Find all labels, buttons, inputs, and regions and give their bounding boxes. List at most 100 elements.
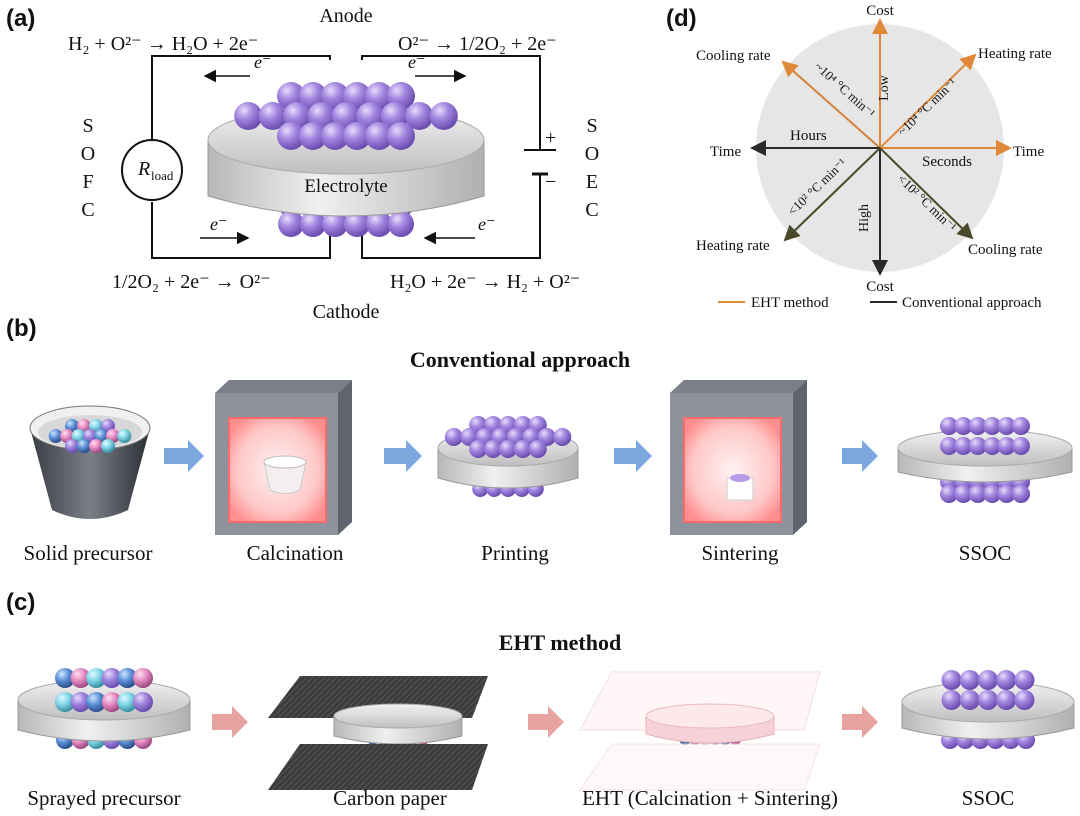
particle-sphere: [528, 440, 547, 458]
particle-sphere: [65, 439, 79, 453]
panel-b-title: Conventional approach: [410, 347, 630, 372]
particle-sphere: [405, 102, 434, 130]
hours-label: Hours: [790, 128, 827, 144]
particle-sphere: [101, 692, 122, 712]
particle-sphere: [277, 122, 305, 150]
sofc-letters: S O F C: [81, 115, 95, 221]
battery-plus: +: [545, 127, 556, 149]
step-c-sprayed-precursor: Sprayed precursor: [27, 786, 180, 810]
particle-sphere: [1014, 690, 1035, 710]
time-right-label: Time: [1013, 144, 1044, 160]
load-resistor: [121, 139, 183, 201]
electrolyte-label: Electrolyte: [304, 176, 387, 197]
particle-sphere: [1014, 670, 1035, 690]
panel-a: (a) Anode Cathode H₂ + O²⁻ → H₂O + 2e⁻ O…: [6, 5, 599, 323]
particle-sphere: [101, 668, 122, 688]
sprayed-precursor-cell: [17, 668, 191, 749]
svg-text:O: O: [585, 143, 599, 165]
cathode-label: Cathode: [313, 301, 380, 323]
printing-cell: [437, 416, 579, 497]
panel-c-tag: (c): [6, 589, 35, 616]
low-label: Low: [877, 74, 892, 101]
particle-sphere: [997, 485, 1016, 503]
electron-label-2: e⁻: [408, 52, 426, 72]
particle-sphere: [1012, 485, 1030, 503]
solid-precursor-crucible: [29, 405, 151, 519]
particle-sphere: [983, 417, 1002, 435]
particle-sphere: [959, 670, 980, 690]
equation-bottom-right: H₂O + 2e⁻ → H₂ + O²⁻: [390, 271, 580, 293]
particle-sphere: [954, 417, 973, 435]
particle-sphere: [997, 437, 1016, 455]
panel-b-arrows: [164, 440, 878, 472]
particle-sphere: [86, 692, 107, 712]
particle-sphere: [365, 122, 393, 150]
svg-text:C: C: [81, 199, 94, 221]
ssoc-cell-c: [901, 670, 1075, 749]
axis-heating-conv: [783, 147, 881, 242]
panel-d-legend: EHT method Conventional approach: [718, 295, 1042, 311]
circuit-wires: [151, 55, 556, 259]
particle-sphere: [968, 485, 987, 503]
step-b-printing: Printing: [481, 541, 549, 565]
panel-b-tag: (b): [6, 315, 37, 342]
cell-stack: Electrolyte: [207, 82, 485, 237]
particle-sphere: [940, 485, 958, 503]
particle-sphere: [469, 440, 488, 458]
cooling-rate-conv-label: Cooling rate: [968, 242, 1043, 258]
anode-label: Anode: [319, 5, 372, 27]
particle-sphere: [70, 668, 91, 688]
calcination-furnace: [215, 380, 352, 535]
legend-eht-label: EHT method: [751, 295, 829, 311]
anode-spheres: [234, 82, 458, 150]
step-b-calcination: Calcination: [247, 541, 344, 565]
particle-sphere: [997, 417, 1016, 435]
battery-minus: −: [545, 171, 556, 193]
step-c-carbon-paper: Carbon paper: [333, 786, 447, 810]
particle-sphere: [954, 485, 973, 503]
particle-sphere: [387, 122, 415, 150]
step-c-eht: EHT (Calcination + Sintering): [582, 786, 838, 810]
svg-text:C: C: [585, 199, 598, 221]
soec-letters: S O E C: [585, 115, 599, 221]
particle-sphere: [553, 428, 572, 446]
svg-text:E: E: [586, 171, 598, 193]
rload-subscript: load: [151, 168, 174, 183]
panel-c-arrows: [212, 706, 878, 738]
electron-label-4: e⁻: [478, 214, 496, 234]
particle-sphere: [299, 122, 327, 150]
particle-sphere: [77, 439, 91, 453]
equation-bottom-left: 1/2O₂ + 2e⁻ → O²⁻: [112, 271, 271, 293]
particle-sphere: [321, 122, 349, 150]
particle-sphere: [978, 690, 998, 710]
particle-sphere: [484, 440, 503, 458]
particle-sphere: [86, 668, 107, 688]
particle-sphere: [133, 692, 153, 712]
particle-sphere: [117, 429, 132, 443]
particle-sphere: [968, 417, 987, 435]
particle-sphere: [941, 690, 962, 710]
particle-sphere: [996, 690, 1017, 710]
particle-sphere: [117, 692, 138, 712]
particle-sphere: [234, 102, 263, 130]
equation-top-left: H₂ + O²⁻ → H₂O + 2e⁻: [68, 33, 258, 55]
axis-cooling-conv: [879, 147, 974, 240]
particle-sphere: [70, 692, 91, 712]
legend-conv-label: Conventional approach: [902, 295, 1042, 311]
particle-sphere: [55, 668, 75, 688]
particle-sphere: [954, 437, 973, 455]
particle-sphere: [940, 437, 958, 455]
particle-sphere: [300, 211, 326, 237]
cost-bottom-label: Cost: [866, 279, 894, 295]
panel-b: (b) Conventional approach: [6, 315, 1073, 565]
particle-sphere: [429, 102, 458, 130]
particle-sphere: [278, 211, 304, 237]
electron-arrows: [200, 69, 475, 245]
panel-c: (c) EHT method: [6, 589, 1075, 810]
particle-sphere: [499, 440, 517, 458]
step-b-solid-precursor: Solid precursor: [24, 541, 153, 565]
step-c-ssoc: SSOC: [962, 786, 1015, 810]
particle-sphere: [1012, 417, 1030, 435]
particle-sphere: [983, 485, 1002, 503]
electron-label-3: e⁻: [210, 214, 228, 234]
